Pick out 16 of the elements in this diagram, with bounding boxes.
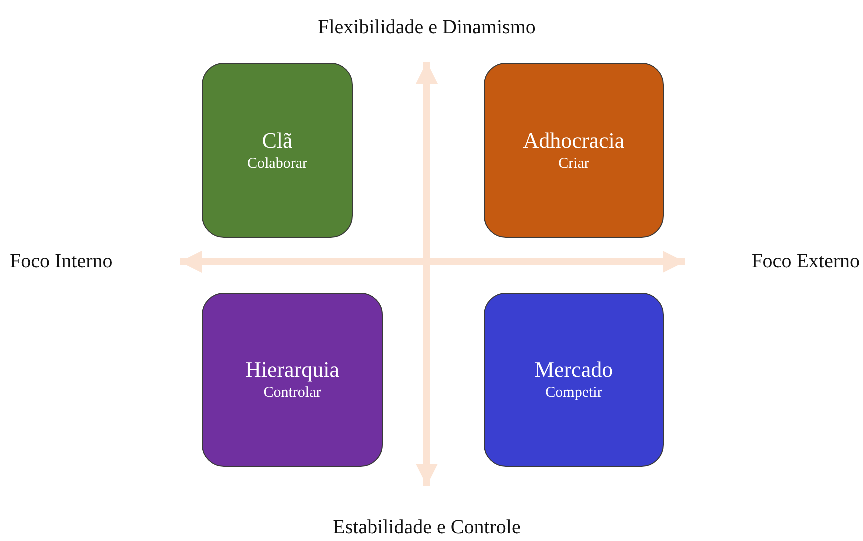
quadrant-box — [202, 293, 383, 467]
quadrant-subtitle: Colaborar — [248, 154, 308, 174]
quadrant-title: Clã — [262, 128, 293, 154]
axis-label: Estabilidade e Controle — [333, 516, 521, 540]
axis-label: Foco Externo — [752, 250, 860, 274]
axis-label: Foco Interno — [10, 250, 113, 274]
axis-label: Flexibilidade e Dinamismo — [318, 16, 536, 40]
quadrant-title: Adhocracia — [523, 128, 625, 154]
quadrant-box — [484, 63, 664, 238]
quadrant-subtitle: Controlar — [264, 384, 322, 403]
quadrant-box — [202, 63, 353, 238]
quadrant-title: Mercado — [534, 357, 614, 383]
quadrant-subtitle: Criar — [558, 154, 590, 174]
quadrant-subtitle: Competir — [546, 384, 602, 403]
quadrant-title: Hierarquia — [245, 357, 340, 383]
quadrant-box — [484, 293, 664, 467]
